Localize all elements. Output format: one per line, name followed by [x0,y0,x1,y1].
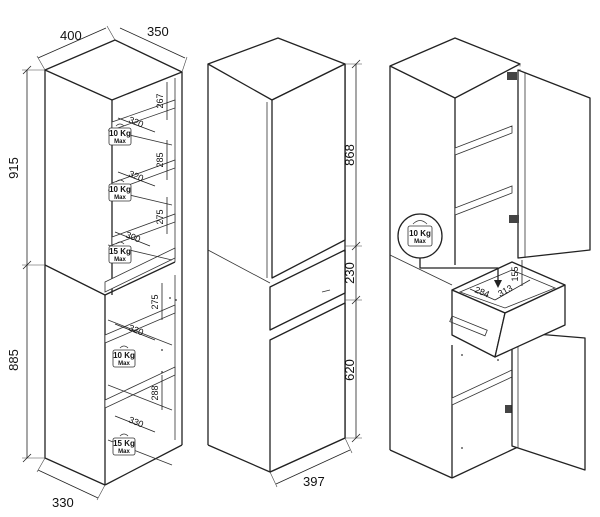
weight-callout-value: 10 Kg [409,229,431,238]
dim-line-top-depth [119,27,186,59]
weight-badge-2: 10 Kg Max [108,179,132,202]
dim-middle-width: 397 [303,474,325,489]
left-cabinet-split [44,264,106,296]
right-upper-door-open [517,69,591,259]
dim-line-base-depth [37,469,99,499]
svg-text:Max: Max [114,195,126,201]
dim-line-width [275,449,351,485]
dim-top-depth: 350 [147,24,169,39]
left-cabinet-split-top [104,261,176,296]
dim-lower-door-height: 620 [342,359,357,381]
shelf-height-5: 288 [150,385,160,400]
left-drawer-plate [104,247,176,293]
left-shelf-3 [111,213,176,246]
middle-upper-door [271,63,346,279]
dim-top-width: 400 [60,28,82,43]
right-drawer-front [494,284,566,358]
left-shelf-5 [104,366,176,409]
hinge-icon [505,72,519,413]
middle-lower-door [269,302,346,473]
svg-text:Max: Max [114,257,126,263]
drawer-runner [449,315,488,337]
left-cabinet-open-view: 400 350 915 885 330 267 285 275 275 288 [6,24,188,510]
weight-callout: 10 Kg Max [397,213,502,288]
weight-callout-leader [419,258,499,285]
weight-badge-3: 15 Kg Max [108,241,132,264]
left-cabinet-base-front [104,444,183,486]
svg-text:Max: Max [118,361,130,367]
svg-text:Max: Max [114,139,126,145]
shelf-height-1: 267 [155,93,165,108]
shelf-height-3: 275 [155,209,165,224]
dim-drawer-height: 230 [342,262,357,284]
svg-text:10 Kg: 10 Kg [109,129,131,138]
svg-text:15 Kg: 15 Kg [113,439,135,448]
left-cabinet-top [44,39,183,101]
dim-upper-height: 915 [6,157,21,179]
weight-badge-5: 15 Kg Max [112,433,136,456]
svg-text:10 Kg: 10 Kg [109,185,131,194]
left-shelf-4 [104,304,176,344]
shelf-height-2: 285 [155,152,165,167]
svg-text:Max: Max [118,449,130,455]
middle-drawer-front [269,249,346,331]
weight-badge-4: 10 Kg Max [112,345,136,368]
svg-text:10 Kg: 10 Kg [113,351,135,360]
drawer-height: 155 [510,266,520,281]
dim-lower-height: 885 [6,349,21,371]
weight-callout-sub: Max [414,239,426,245]
left-cabinet-side [44,70,106,486]
weight-badge-1: 10 Kg Max [108,123,132,146]
right-cabinet-top [389,37,521,99]
svg-text:15 Kg: 15 Kg [109,247,131,256]
right-cabinet-open-view: 284 313 155 10 Kg Max [389,37,591,479]
shelf-height-4: 275 [150,294,160,309]
right-lower-door-open [511,331,586,471]
dim-line-top-width [37,27,107,59]
middle-cabinet-closed-view: 868 230 620 397 [207,37,362,489]
left-shelf-1 [111,99,176,131]
dim-upper-door-height: 868 [342,144,357,166]
dim-base-depth: 330 [52,495,74,510]
